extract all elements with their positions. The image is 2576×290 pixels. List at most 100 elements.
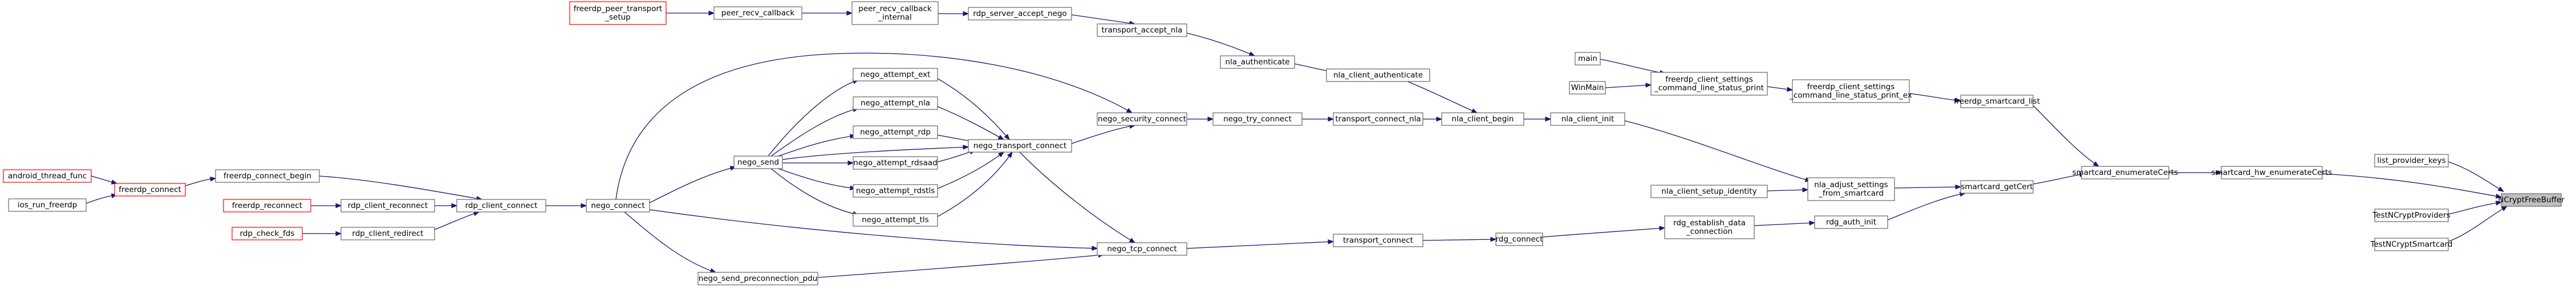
- node-freerdp_smartcard_list[interactable]: freerdp_smartcard_list: [1954, 95, 2040, 108]
- node-label: freerdp_connect: [119, 185, 181, 194]
- node-label: _command_line_status_print: [1654, 84, 1764, 93]
- edge-rdp_check_fds-to-rdp_client_redirect: [302, 231, 342, 236]
- node-nego_tcp_connect[interactable]: nego_tcp_connect: [1097, 242, 1187, 256]
- edge-peer_recv_callback-to-peer_recv_callback_internal: [802, 10, 853, 16]
- node-box: [232, 227, 303, 240]
- node-ios_run_freerdp[interactable]: ios_run_freerdp: [8, 198, 87, 212]
- edge-freerdp_connect-to-freerdp_connect_begin: [185, 177, 217, 186]
- node-box: [2374, 154, 2449, 168]
- node-box: [215, 169, 320, 183]
- node-nego_attempt_rdstls[interactable]: nego_attempt_rdstls: [853, 184, 938, 198]
- edge-nego_connect-to-nego_send_preconnection_pdu: [624, 211, 717, 273]
- edge-nego_connect-to-nego_security_connect: [615, 52, 1133, 200]
- edge-nla_adjust_settings_from_smartcard-to-smartcard_getCert: [1894, 184, 1962, 190]
- node-transport_connect[interactable]: transport_connect: [1333, 234, 1423, 247]
- node-box: [340, 199, 435, 213]
- node-nla_client_init[interactable]: nla_client_init: [1550, 112, 1625, 126]
- node-freerdp_client_settings_command_line_status_print_ex[interactable]: freerdp_client_settings_command_line_sta…: [1789, 79, 1912, 103]
- node-box: [968, 139, 1072, 153]
- node-nego_attempt_rdsaad[interactable]: nego_attempt_rdsaad: [853, 156, 938, 170]
- node-TestNCryptProviders[interactable]: TestNCryptProviders: [2372, 209, 2451, 222]
- node-label: nla_client_setup_identity: [1661, 187, 1756, 196]
- node-smartcard_hw_enumerateCerts[interactable]: smartcard_hw_enumerateCerts: [2212, 166, 2332, 179]
- node-nego_connect[interactable]: nego_connect: [586, 199, 650, 213]
- node-nla_client_authenticate[interactable]: nla_client_authenticate: [1326, 68, 1430, 82]
- node-rdp_client_redirect[interactable]: rdp_client_redirect: [340, 227, 435, 240]
- node-box: [1333, 112, 1423, 126]
- node-peer_recv_callback_internal[interactable]: peer_recv_callback_internal: [851, 1, 939, 25]
- node-label: nego_attempt_rdstls: [856, 186, 935, 195]
- node-nego_attempt_rdp[interactable]: nego_attempt_rdp: [853, 125, 938, 139]
- node-label: _internal: [878, 13, 912, 22]
- edge-nla_client_authenticate-to-nla_client_begin: [1407, 81, 1478, 113]
- node-freerdp_peer_transport_setup[interactable]: freerdp_peer_transport_setup: [569, 1, 667, 25]
- node-main[interactable]: main: [1575, 52, 1601, 66]
- edge-nego_security_connect-to-nego_try_connect: [1187, 116, 1214, 122]
- node-rdp_server_accept_nego[interactable]: rdp_server_accept_nego: [968, 7, 1072, 21]
- node-nego_try_connect[interactable]: nego_try_connect: [1212, 112, 1303, 126]
- node-box: [1664, 215, 1755, 239]
- node-rdg_connect[interactable]: rdg_connect: [1495, 232, 1543, 246]
- node-label: freerdp_peer_transport: [574, 5, 663, 14]
- node-nla_client_setup_identity[interactable]: nla_client_setup_identity: [1650, 185, 1768, 198]
- node-label: nla_client_init: [1561, 115, 1614, 124]
- node-rdp_client_reconnect[interactable]: rdp_client_reconnect: [340, 199, 435, 213]
- node-freerdp_reconnect[interactable]: freerdp_reconnect: [223, 199, 311, 213]
- node-nla_client_begin[interactable]: nla_client_begin: [1441, 112, 1524, 126]
- node-nego_send[interactable]: nego_send: [733, 156, 783, 169]
- node-label: smartcard_hw_enumerateCerts: [2212, 168, 2332, 177]
- node-freerdp_client_settings_command_line_status_print[interactable]: freerdp_client_settings_command_line_sta…: [1650, 72, 1768, 96]
- edge-nego_send-to-nego_transport_connect: [782, 145, 969, 160]
- node-transport_connect_nla[interactable]: transport_connect_nla: [1333, 112, 1423, 126]
- node-box: [1097, 23, 1187, 37]
- node-nego_send_preconnection_pdu[interactable]: nego_send_preconnection_pdu: [697, 272, 818, 285]
- edge-freerdp_smartcard_list-to-smartcard_enumerateCerts: [2033, 105, 2100, 167]
- node-label: freerdp_client_settings: [1665, 75, 1753, 84]
- node-peer_recv_callback[interactable]: peer_recv_callback: [713, 6, 802, 20]
- node-box: [1326, 68, 1430, 82]
- node-nego_attempt_nla[interactable]: nego_attempt_nla: [853, 96, 938, 110]
- node-nego_attempt_tls[interactable]: nego_attempt_tls: [853, 213, 938, 227]
- node-NCryptFreeBuffer[interactable]: NCryptFreeBuffer: [2498, 193, 2565, 207]
- node-list_provider_keys[interactable]: list_provider_keys: [2374, 154, 2449, 168]
- node-box: [1441, 112, 1524, 126]
- node-label: nego_tcp_connect: [1107, 244, 1177, 254]
- node-box: [1097, 242, 1187, 256]
- node-box: [569, 1, 667, 25]
- node-nego_attempt_ext[interactable]: nego_attempt_ext: [853, 68, 938, 81]
- node-rdg_establish_data_connection[interactable]: rdg_establish_data_connection: [1664, 215, 1755, 239]
- node-transport_accept_nla[interactable]: transport_accept_nla: [1097, 23, 1187, 37]
- node-box: [853, 156, 938, 170]
- node-WinMain[interactable]: WinMain: [1569, 81, 1606, 95]
- node-nego_security_connect[interactable]: nego_security_connect: [1097, 112, 1187, 126]
- node-label: rdp_client_reconnect: [348, 201, 428, 210]
- edge-ios_run_freerdp-to-freerdp_connect: [86, 193, 118, 204]
- node-smartcard_getCert[interactable]: smartcard_getCert: [1960, 180, 2034, 194]
- node-box: [8, 198, 87, 212]
- node-freerdp_connect[interactable]: freerdp_connect: [114, 183, 186, 197]
- edge-rdg_auth_init-to-smartcard_getCert: [1887, 191, 1966, 220]
- node-box: [697, 272, 818, 285]
- node-box: [853, 96, 938, 110]
- node-label: smartcard_enumerateCerts: [2072, 168, 2179, 177]
- node-box: [1814, 215, 1888, 229]
- edge-TestNCryptProviders-to-NCryptFreeBuffer: [2448, 201, 2502, 215]
- node-box: [2081, 166, 2169, 179]
- node-rdp_check_fds[interactable]: rdp_check_fds: [232, 227, 303, 240]
- edge-list_provider_keys-to-NCryptFreeBuffer: [2448, 161, 2505, 192]
- node-smartcard_enumerateCerts[interactable]: smartcard_enumerateCerts: [2072, 166, 2179, 179]
- node-android_thread_func[interactable]: android_thread_func: [3, 169, 92, 183]
- node-nla_adjust_settings_from_smartcard[interactable]: nla_adjust_settings_from_smartcard: [1807, 177, 1895, 201]
- node-box: [853, 213, 938, 227]
- node-box: [586, 199, 650, 213]
- node-label: peer_recv_callback: [721, 9, 795, 18]
- node-nego_transport_connect[interactable]: nego_transport_connect: [968, 139, 1072, 153]
- node-freerdp_connect_begin[interactable]: freerdp_connect_begin: [215, 169, 320, 183]
- node-rdg_auth_init[interactable]: rdg_auth_init: [1814, 215, 1888, 229]
- node-label: transport_connect: [1343, 236, 1413, 245]
- node-label: nla_authenticate: [1225, 58, 1289, 67]
- node-rdp_client_connect[interactable]: rdp_client_connect: [456, 199, 546, 213]
- node-nla_authenticate[interactable]: nla_authenticate: [1220, 55, 1295, 69]
- node-TestNCryptSmartcard[interactable]: TestNCryptSmartcard: [2370, 238, 2453, 251]
